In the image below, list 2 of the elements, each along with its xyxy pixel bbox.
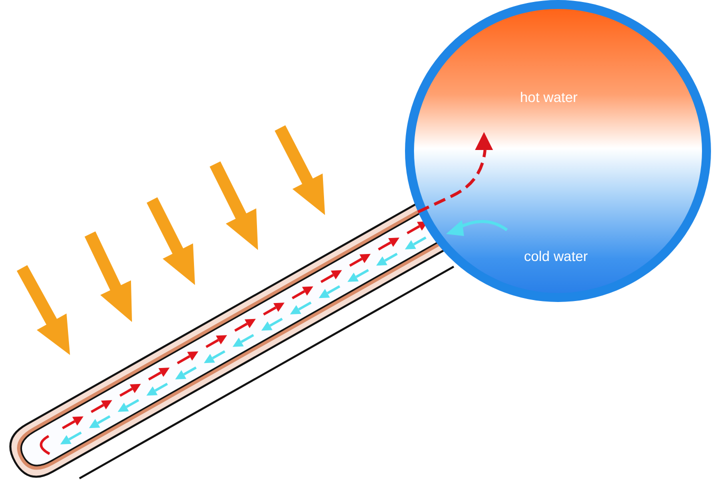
tank-label: cold water	[524, 248, 588, 264]
tank-label: hot water	[520, 89, 578, 105]
